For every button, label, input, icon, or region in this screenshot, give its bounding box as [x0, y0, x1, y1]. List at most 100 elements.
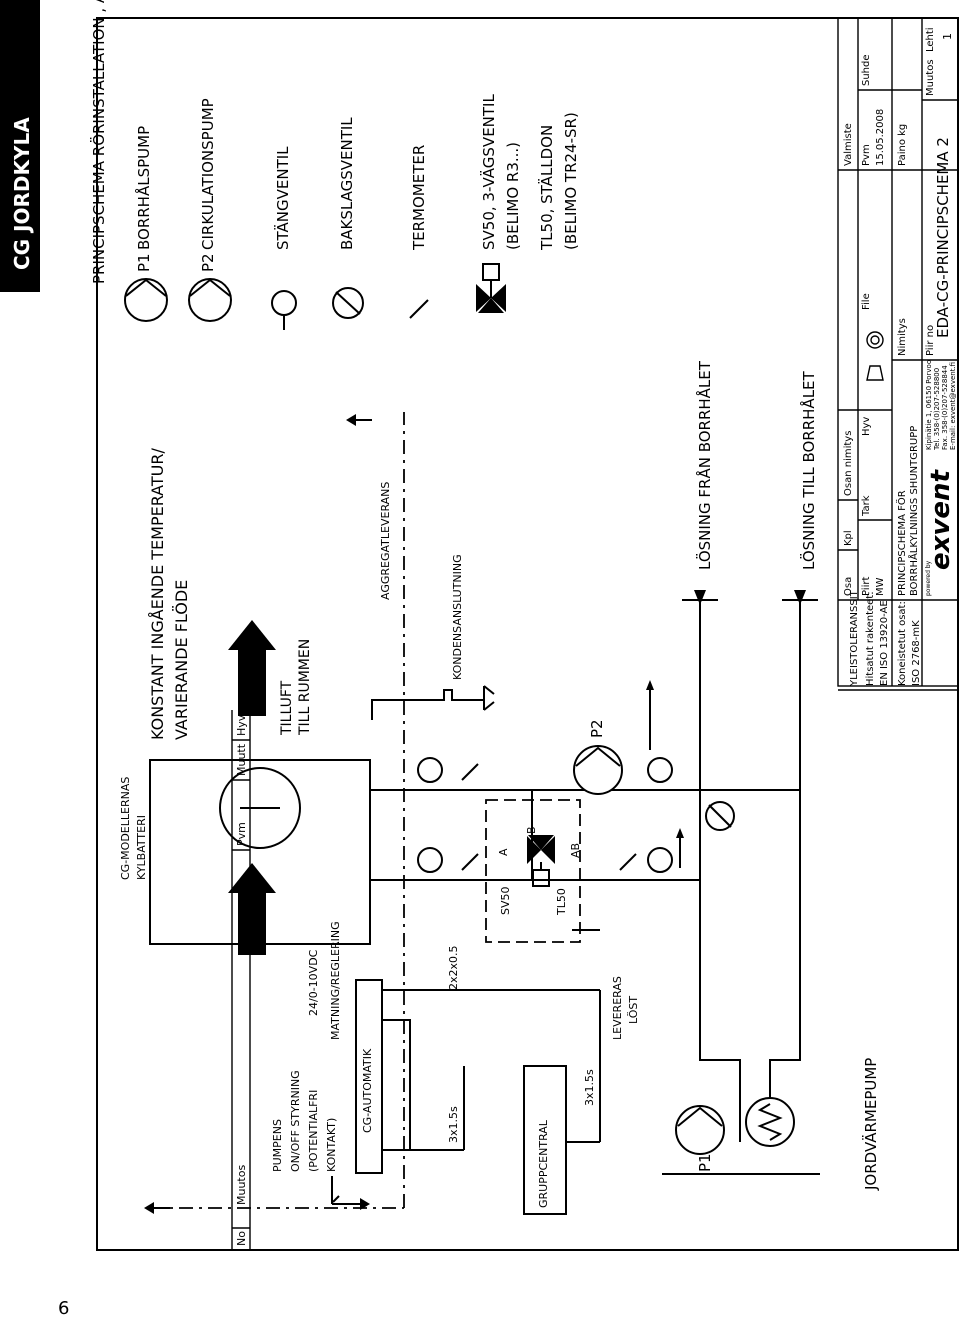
- stop-valve-icon: [417, 757, 443, 783]
- kondensanslutning-label: KONDENSANSLUTNING: [451, 554, 464, 680]
- tb-yleistoleranssit: YLEISTOLERANSSIT: [849, 590, 860, 686]
- tb-hitsatut2: EN ISO 13920-AE: [879, 600, 890, 686]
- air-flow-arrow-icon: [228, 620, 276, 716]
- tb-fax: Fax. 358-(0)207-528844: [941, 365, 949, 450]
- tb-tark: Tark: [861, 495, 872, 516]
- legend-sv50-line1: SV50, 3-VÄGSVENTIL: [480, 94, 498, 250]
- gruppcentral-box: [523, 1065, 567, 1215]
- three-way-valve-icon: [527, 835, 555, 887]
- stop-valve-icon: [647, 847, 673, 873]
- control-line: [382, 1019, 411, 1151]
- legend-p2-pump-icon: [188, 278, 232, 322]
- potentialfri-label: (POTENTIALFRI: [307, 1089, 320, 1172]
- return-pipe: [769, 600, 801, 1142]
- heat-exchanger-icon: [745, 1097, 795, 1147]
- tb-koneistetut1: Koneistetut osat:: [897, 601, 908, 686]
- legend-p1-label: BORRHÅLSPUMP: [135, 125, 153, 250]
- aggregatleverans-label: AGGREGATLEVERANS: [379, 481, 392, 600]
- legend-sv50-line2: (BELIMO R3...): [504, 141, 522, 250]
- coil-label-line1: CG-MODELLERNAS: [119, 776, 132, 880]
- cooling-coil-box: [149, 759, 371, 945]
- title-block: [231, 17, 959, 1250]
- tb-principschema2: BORRHÅLKYLNINGS SHUNTGRUPP: [909, 425, 920, 596]
- tb-principschema1: PRINCIPSCHEMA FÖR: [897, 490, 908, 596]
- air-flow-arrow-icon: [228, 863, 276, 955]
- coil-label-line2: KYLBATTERI: [135, 815, 148, 880]
- tb-no: No: [235, 1231, 248, 1246]
- stop-valve-icon: [647, 757, 673, 783]
- legend-p1-pump-icon: [124, 278, 168, 322]
- losning-till-label: LÖSNING TILL BORRHÅLET: [800, 371, 818, 570]
- tb-lehti-no: 1: [941, 33, 954, 40]
- jordvarmepump-label: JORDVÄRMEPUMP: [862, 1057, 880, 1190]
- tb-address: Kipinätie 1, 06150 Porvoo: [925, 359, 933, 450]
- gruppcentral-label: GRUPPCENTRAL: [537, 1120, 550, 1208]
- legend-stop-valve-icon: [271, 290, 297, 330]
- legend-check-valve-icon: [332, 287, 364, 319]
- onoff-label: ON/OFF STYRNING: [289, 1070, 302, 1172]
- check-valve-icon: [705, 801, 735, 831]
- matning-label: MATNING/REGLERING: [329, 921, 342, 1040]
- kontakt-label: KONTAKT): [325, 1117, 338, 1172]
- tb-file: File: [861, 293, 872, 310]
- legend-termometer: TERMOMETER: [410, 144, 428, 250]
- tb-pvm2: Pvm: [861, 144, 872, 166]
- legend-tl50-line2: (BELIMO TR24-SR): [562, 112, 580, 250]
- port-b-label: B: [525, 826, 538, 834]
- tb-kpl: Kpl: [843, 530, 854, 546]
- tb-muutt: Muutt: [235, 743, 248, 776]
- konstant-label-line2: VARIERANDE FLÖDE: [172, 579, 191, 740]
- tb-hitsatut1: Hitsatut rakenteet:: [865, 591, 876, 686]
- tb-drawing-no: EDA-CG-PRINCIPSCHEMA 2: [934, 137, 952, 338]
- thermometer-icon: [619, 853, 637, 871]
- condensate-trap: [404, 689, 470, 701]
- losning-fran-label: LÖSNING FRÅN BORRHÅLET: [696, 361, 714, 570]
- page-number: 6: [58, 1298, 70, 1319]
- lost-label: LÖST: [627, 995, 640, 1024]
- port-ab-label: AB: [569, 842, 582, 858]
- tb-hyv: Hyv: [235, 714, 248, 736]
- tb-date: 15.05.2008: [875, 108, 886, 166]
- condensate-pipe: [371, 699, 404, 720]
- projection-symbol-icon: [866, 331, 884, 381]
- tb-paino: Paino kg: [897, 123, 908, 166]
- p2-pump-icon: [573, 745, 623, 795]
- levereras-label: LEVERERAS: [611, 976, 624, 1040]
- sv50-label: SV50: [499, 886, 512, 915]
- legend-bakslagsventil: BAKSLAGSVENTIL: [338, 117, 356, 250]
- p1-pump-icon: [675, 1105, 725, 1155]
- fan-icon: [219, 767, 301, 849]
- thermometer-icon: [461, 763, 479, 781]
- tb-suhde: Suhde: [861, 54, 872, 86]
- tb-mw: MW: [875, 577, 886, 596]
- legend-thermometer-icon: [409, 299, 429, 319]
- port-a-label: A: [497, 848, 510, 856]
- tb-pvm: Pvm: [235, 822, 248, 846]
- signal-arrow-icon: [360, 1198, 370, 1210]
- tb-email: E-mail: exvent@exvent.fi: [949, 361, 957, 450]
- legend-p2-tag: P2: [199, 253, 217, 272]
- brand-logo: exvent: [926, 470, 956, 570]
- pumpens-label: PUMPENS: [271, 1119, 284, 1172]
- cable-label: 3x1.5s: [447, 1106, 460, 1143]
- tl50-label: TL50: [555, 888, 568, 915]
- tb-muutos: Muutos: [235, 1164, 248, 1205]
- tb-muutos2: Muutos: [925, 59, 936, 96]
- tilluft-label: TILLUFT: [279, 680, 295, 735]
- legend-p2-label: CIRKULATIONSPUMP: [199, 98, 217, 250]
- tb-nimitys: Nimitys: [897, 318, 908, 356]
- stop-valve-icon: [417, 847, 443, 873]
- supply-pipe: [699, 600, 741, 1142]
- category-banner: [0, 0, 40, 292]
- konstant-label-line1: KONSTANT INGÅENDE TEMPERATUR/: [148, 448, 167, 740]
- vdc-label: 24/0-10VDC: [307, 949, 320, 1016]
- tb-lehti: Lehti: [925, 27, 936, 52]
- p2-label: P2: [588, 719, 606, 738]
- cable-label: 2x2x0.5: [447, 945, 460, 990]
- tb-tel: Tel. 358-(0)207-528800: [933, 367, 941, 450]
- till-rummen-label: TILL RUMMEN: [297, 638, 313, 735]
- tb-osa: Osa: [843, 576, 854, 596]
- p1-label: P1: [696, 1153, 714, 1172]
- legend-3-way-valve-icon: [476, 263, 506, 313]
